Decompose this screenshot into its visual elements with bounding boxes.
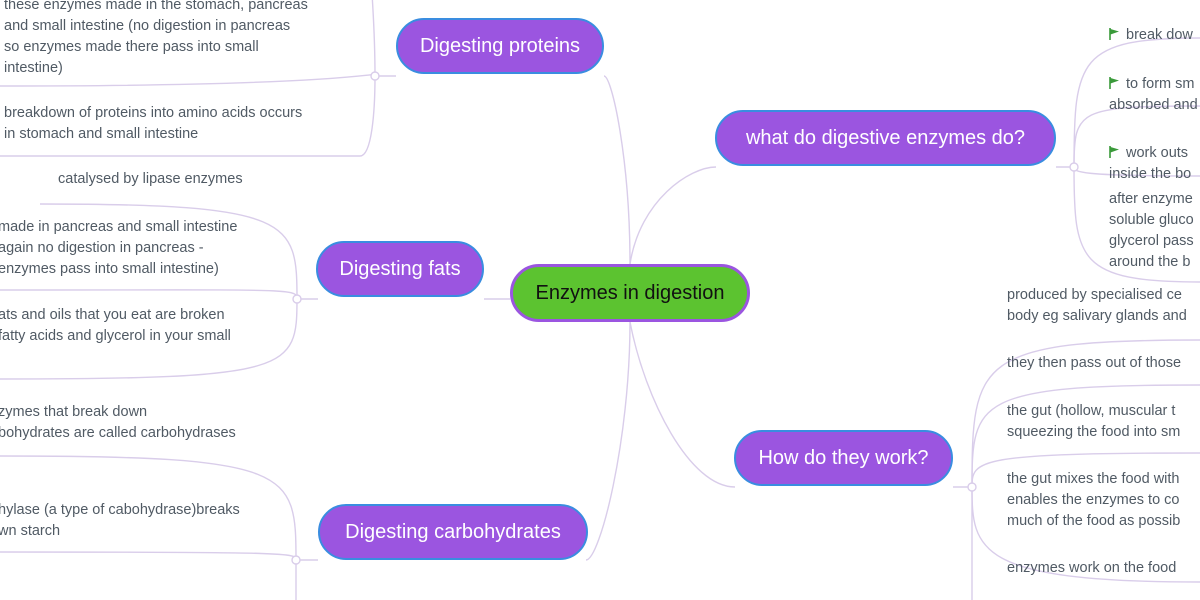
leaf-how-work-1[interactable]: produced by specialised ce body eg saliv… (1007, 287, 1187, 324)
leaf-carbs-2[interactable]: hylase (a type of cabohydrase)breaks wn … (0, 502, 240, 539)
leaf-fats-2[interactable]: made in pancreas and small intestine aga… (0, 219, 238, 277)
leaf-fats-3[interactable]: ats and oils that you eat are broken fat… (0, 307, 231, 344)
proteins-branch-dot (370, 71, 380, 81)
leaf-enzymes-do-2[interactable]: to form sm absorbed and (1109, 52, 1200, 116)
topic-digesting-fats[interactable]: Digesting fats (316, 241, 484, 297)
leaf-text: break dow (1126, 27, 1193, 43)
leaf-fats-1[interactable]: catalysed by lipase enzymes (58, 171, 243, 187)
leaf-enzymes-do-1[interactable]: break dow (1109, 3, 1200, 46)
leaf-text: work outs inside the bo (1109, 145, 1192, 182)
topic-digesting-carbohydrates[interactable]: Digesting carbohydrates (318, 504, 588, 560)
leaf-how-work-4[interactable]: the gut mixes the food with enables the … (1007, 471, 1181, 529)
flag-icon (1109, 142, 1120, 163)
topic-label: Digesting fats (339, 257, 461, 280)
topic-label: what do digestive enzymes do? (745, 126, 1026, 149)
root-label: Enzymes in digestion (535, 281, 725, 304)
topic-digesting-proteins[interactable]: Digesting proteins (396, 18, 604, 74)
flag-icon (1109, 24, 1120, 45)
topic-label: Digesting proteins (419, 34, 581, 57)
leaf-how-work-5[interactable]: enzymes work on the food (1007, 560, 1177, 576)
how-work-branch-dot (967, 482, 977, 492)
flag-icon (1109, 73, 1120, 94)
leaf-enzymes-do-4[interactable]: after enzyme soluble gluco glycerol pass… (1109, 191, 1194, 270)
carbs-branch-dot (291, 555, 301, 565)
connector-root-enzymes-do (629, 166, 717, 265)
connector-root-how-work (629, 321, 736, 488)
topic-what-do-digestive-enzymes-do[interactable]: what do digestive enzymes do? (715, 110, 1056, 166)
fats-branch-dot (292, 294, 302, 304)
leaf-how-work-3[interactable]: the gut (hollow, muscular t squeezing th… (1007, 403, 1181, 440)
root-node[interactable]: Enzymes in digestion (510, 264, 750, 322)
topic-label: How do they work? (758, 446, 929, 469)
topic-how-do-they-work[interactable]: How do they work? (734, 430, 953, 486)
connector-root-carbs (585, 321, 631, 561)
leaf-how-work-2[interactable]: they then pass out of those (1007, 355, 1182, 371)
leaf-proteins-1[interactable]: these enzymes made in the stomach, pancr… (4, 0, 308, 76)
leaf-enzymes-do-3[interactable]: work outs inside the bo (1109, 121, 1200, 185)
leaf-proteins-2[interactable]: breakdown of proteins into amino acids o… (4, 105, 303, 142)
enzymes-do-branch-dot (1069, 162, 1079, 172)
leaf-carbs-1[interactable]: zymes that break down bohydrates are cal… (0, 404, 236, 441)
topic-label: Digesting carbohydrates (345, 520, 561, 543)
leaf-text: to form sm absorbed and (1109, 76, 1198, 113)
connector-root-proteins (603, 75, 631, 265)
